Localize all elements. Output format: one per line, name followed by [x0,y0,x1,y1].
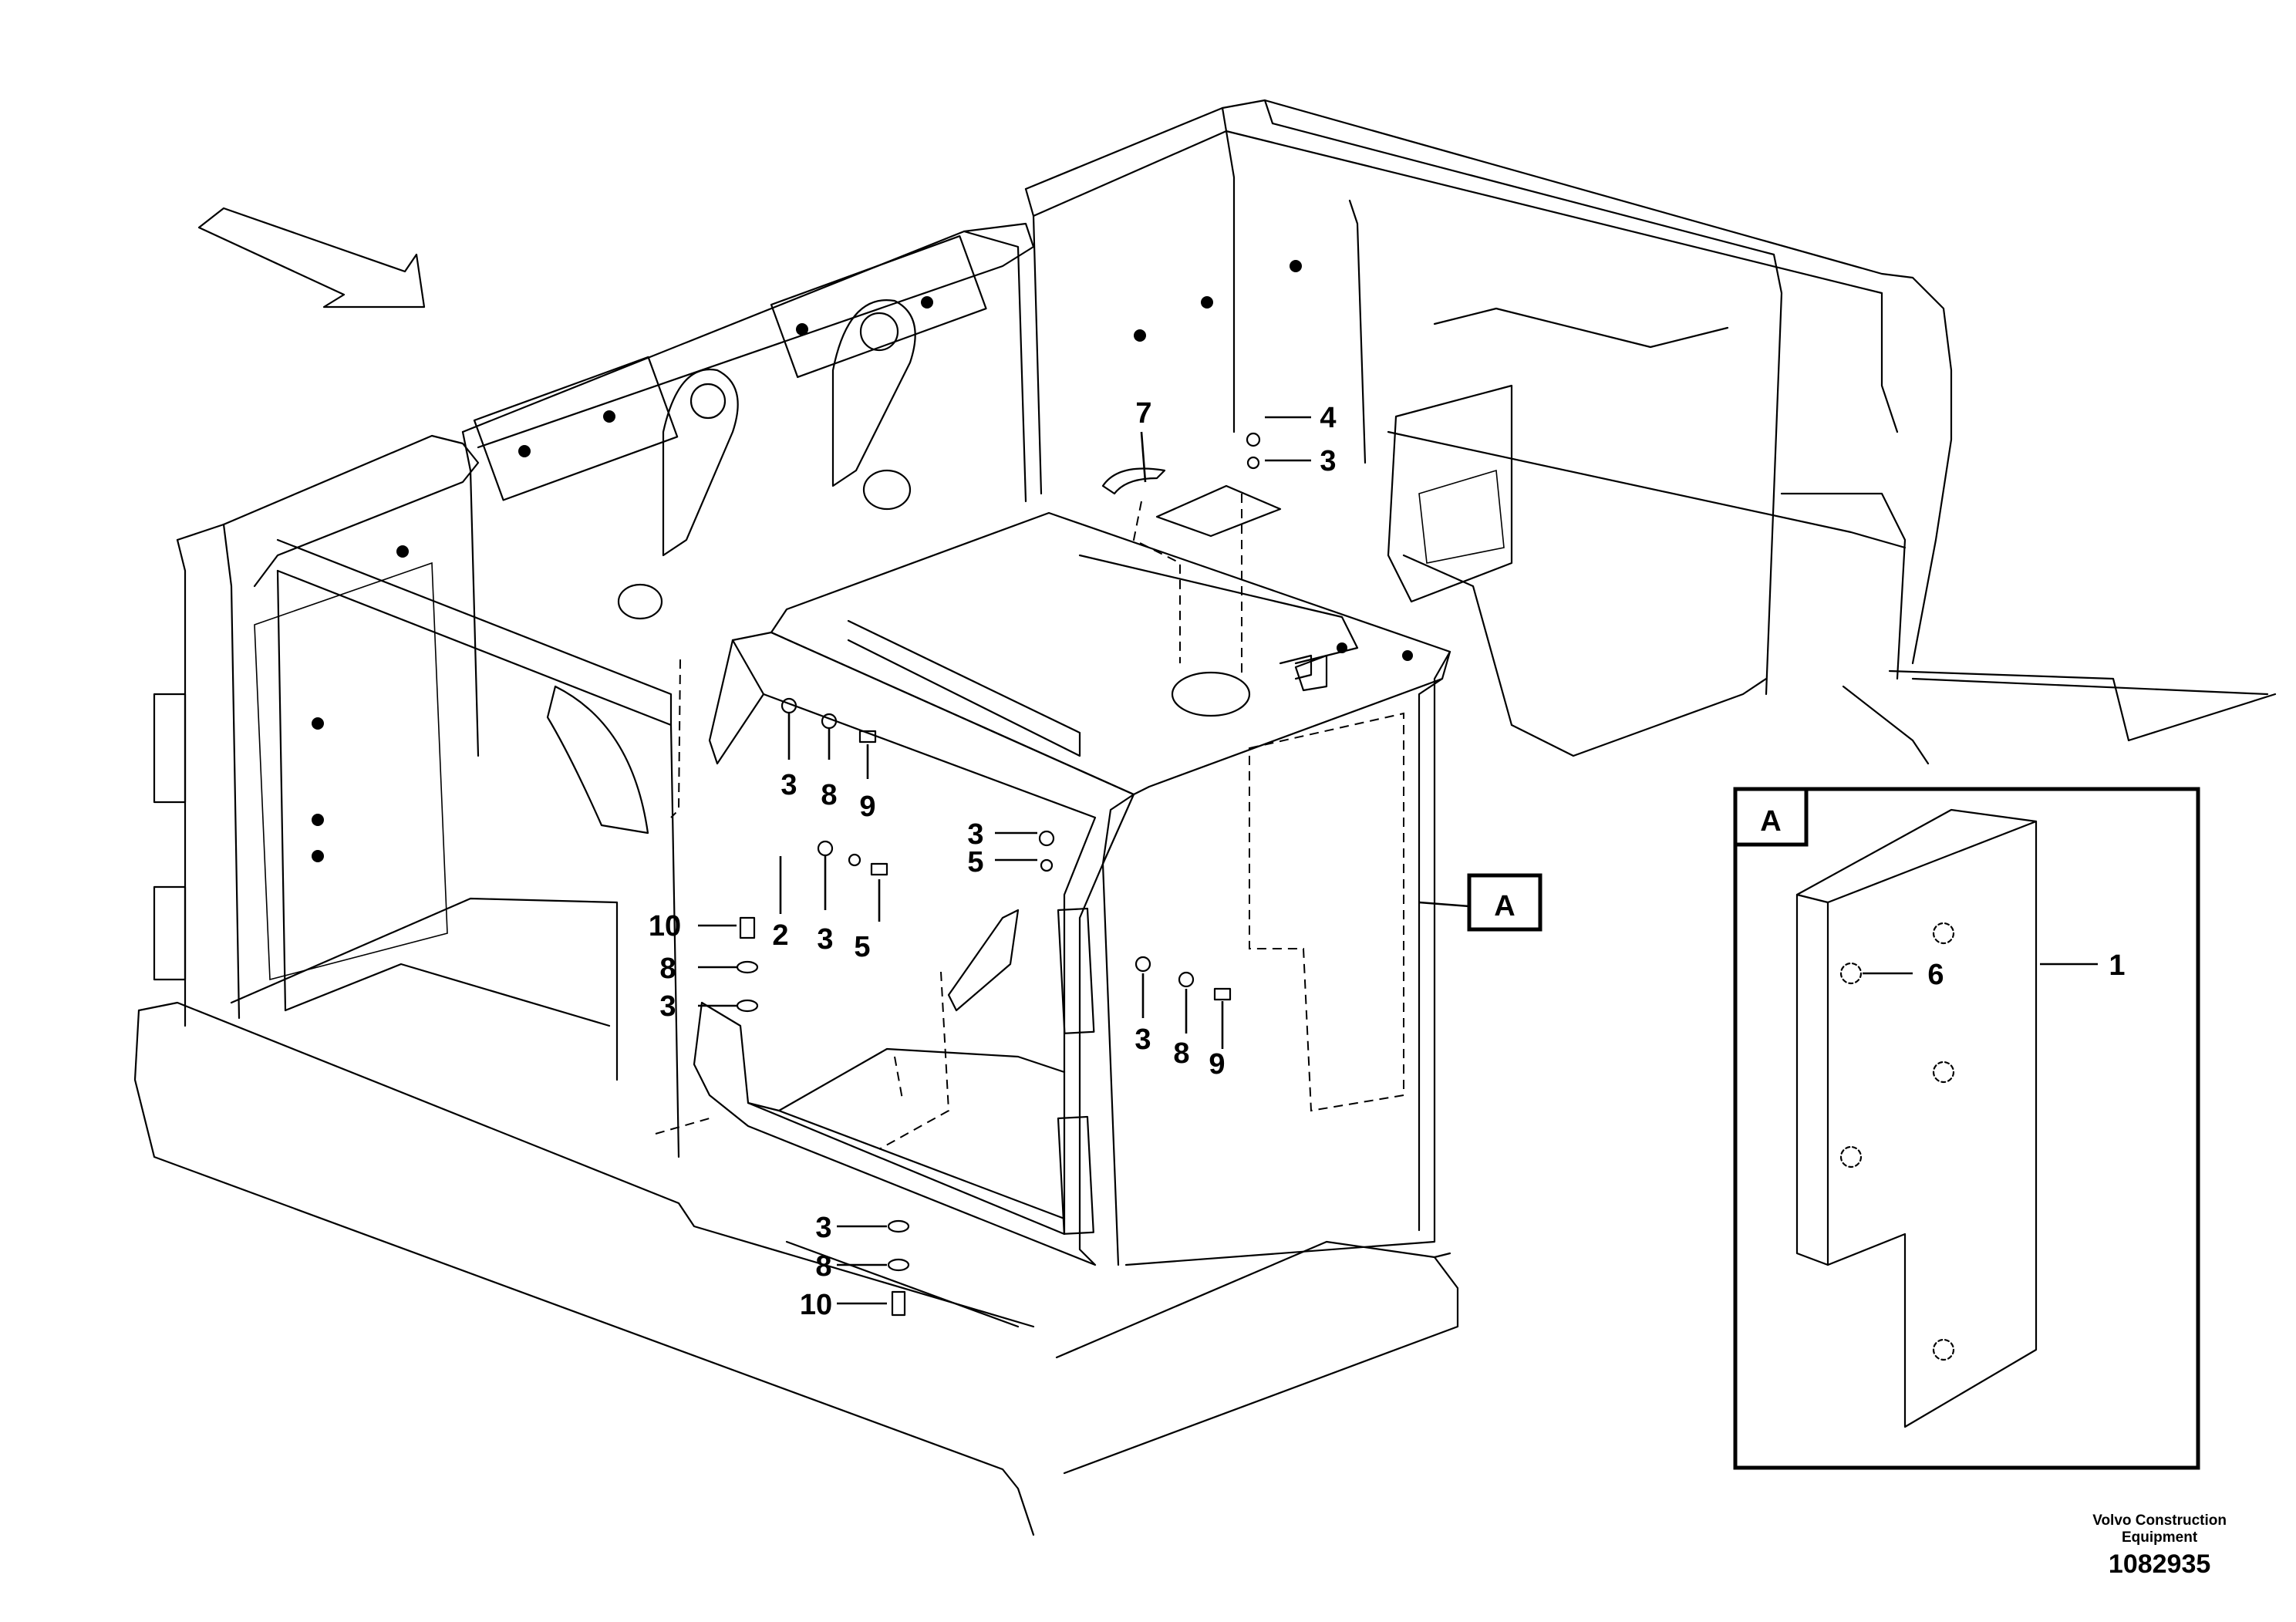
callout-8: 8 [815,1250,831,1283]
brand-line-1: Volvo Construction [2092,1512,2227,1529]
callout-3: 3 [781,769,797,801]
frame-holes [312,260,1413,862]
callout-10: 10 [800,1289,832,1321]
detail-view-label: A [1760,805,1781,838]
callout-7: 7 [1135,397,1151,430]
callout-3: 3 [817,923,833,956]
callout-3: 3 [659,990,676,1023]
direction-arrow-icon [197,207,426,309]
callout-9: 9 [1209,1048,1225,1081]
callout-5: 5 [854,931,870,963]
machine-frame [133,99,2277,1536]
callout-6: 6 [1927,959,1944,991]
callout-8: 8 [659,953,676,985]
callout-10: 10 [649,910,681,943]
detail-view-a: A [1733,787,2200,1470]
fasteners [736,432,1261,1317]
drawing-number: 1082935 [2108,1549,2211,1579]
callout-8: 8 [1173,1037,1189,1070]
leader-lines [698,416,1470,1305]
enclosure-box [655,467,1451,1266]
callout-8: 8 [821,779,837,811]
callout-5: 5 [967,846,983,878]
brand-line-2: Equipment [2122,1529,2198,1546]
callout-3: 3 [815,1212,831,1244]
view-marker-a: A [1467,873,1542,932]
callout-9: 9 [859,791,875,823]
callout-3: 3 [1320,445,1336,477]
footer-credit: Volvo Construction Equipment 1082935 [2092,1512,2227,1580]
callout-2: 2 [772,919,788,952]
callout-3: 3 [1135,1023,1151,1056]
view-marker-a-label: A [1494,890,1515,922]
callout-4: 4 [1320,402,1336,434]
callout-1: 1 [2109,949,2125,982]
callout-3: 3 [967,818,983,851]
callout-labels: 7 4 3 3 8 9 3 5 2 3 5 10 8 3 3 8 9 3 8 1… [649,397,2126,1321]
